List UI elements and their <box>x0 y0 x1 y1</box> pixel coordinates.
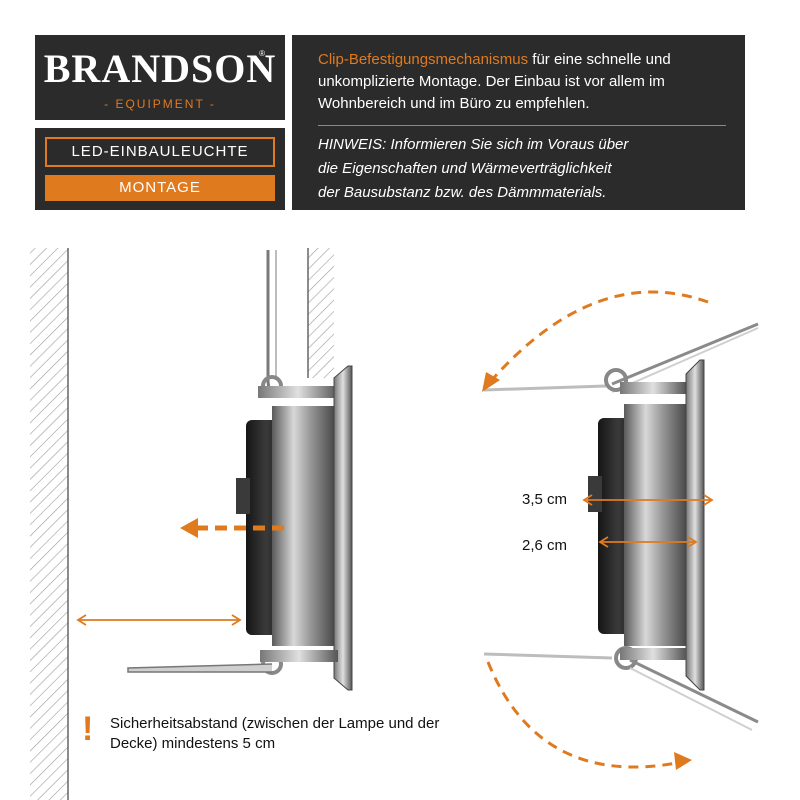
product-title: LED-EINBAULEUCHTE <box>45 137 275 167</box>
hint-line-1: HINWEIS: Informieren Sie sich im Voraus … <box>318 136 629 153</box>
brand-name: BRANDSON <box>43 46 277 91</box>
product-panel: LED-EINBAULEUCHTE MONTAGE <box>35 128 285 210</box>
lamp-right <box>483 322 759 731</box>
installation-diagram <box>30 248 759 800</box>
info-hint: HINWEIS: Informieren Sie sich im Voraus … <box>318 133 738 205</box>
info-divider <box>318 125 726 126</box>
warning-icon: ! <box>82 710 94 748</box>
dimension-outer-label: 3,5 cm <box>522 491 568 508</box>
brand-logo-panel: BRANDSON ® - EQUIPMENT - <box>35 35 285 120</box>
hint-line-2: die Eigenschaften und Wärmeverträglichke… <box>318 160 612 177</box>
arrow-safety-distance <box>76 614 242 626</box>
ceiling-section-left <box>30 248 334 800</box>
hint-line-3: der Bausubstanz bzw. des Dämmmaterials. <box>318 184 607 201</box>
dimension-arrows <box>582 494 714 548</box>
warning-text: Sicherheitsabstand (zwischen der Lampe u… <box>110 715 440 752</box>
info-panel: Clip-Befestigungsmechanismus für eine sc… <box>292 35 745 210</box>
dimension-inner-label: 2,6 cm <box>522 537 568 554</box>
info-description: Clip-Befestigungsmechanismus für eine sc… <box>318 49 738 115</box>
brand-subtitle: - EQUIPMENT - <box>104 97 216 111</box>
info-highlight: Clip-Befestigungsmechanismus <box>318 51 529 68</box>
registered-mark: ® <box>259 49 265 58</box>
arrow-clip-rotation-bottom <box>486 661 692 770</box>
arrow-heat-direction <box>180 518 284 538</box>
info-text: für eine schnelle und unkomplizierte Mon… <box>318 51 671 112</box>
arrow-clip-rotation-top <box>482 290 709 392</box>
product-subtitle: MONTAGE <box>45 175 275 201</box>
